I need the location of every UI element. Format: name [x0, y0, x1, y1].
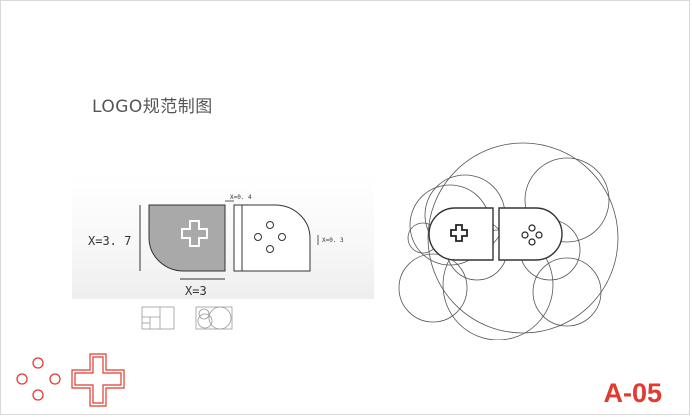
logo-construction-drawing — [398, 142, 619, 340]
construct-logo-left — [428, 207, 494, 261]
golden-rect-icon — [141, 306, 175, 330]
height-label: X=3. 7 — [88, 234, 131, 248]
gap-label: X=0. 4 — [230, 194, 252, 201]
width-label: X=3 — [185, 284, 207, 298]
buttons-icon — [254, 221, 286, 253]
construct-cross-icon — [450, 224, 468, 242]
logo-spec-drawing: X=3. 7 X=0. 4 X=0. 3 X=3 — [88, 194, 344, 298]
ratio-thumbnails — [141, 306, 233, 330]
construction-circles — [398, 142, 619, 340]
stroke-label: X=0. 3 — [322, 237, 344, 244]
decorative-buttons-icon — [16, 357, 61, 401]
page-code: A-05 — [603, 378, 662, 408]
construct-buttons-icon — [521, 224, 543, 246]
golden-circles-icon — [195, 306, 233, 330]
page-title: LOGO规范制图 — [92, 97, 213, 117]
construct-logo-right — [498, 207, 563, 261]
decorative-logo — [16, 353, 125, 407]
cross-icon — [181, 220, 208, 247]
decorative-cross-icon — [71, 353, 125, 407]
logo-right-half — [233, 204, 311, 272]
